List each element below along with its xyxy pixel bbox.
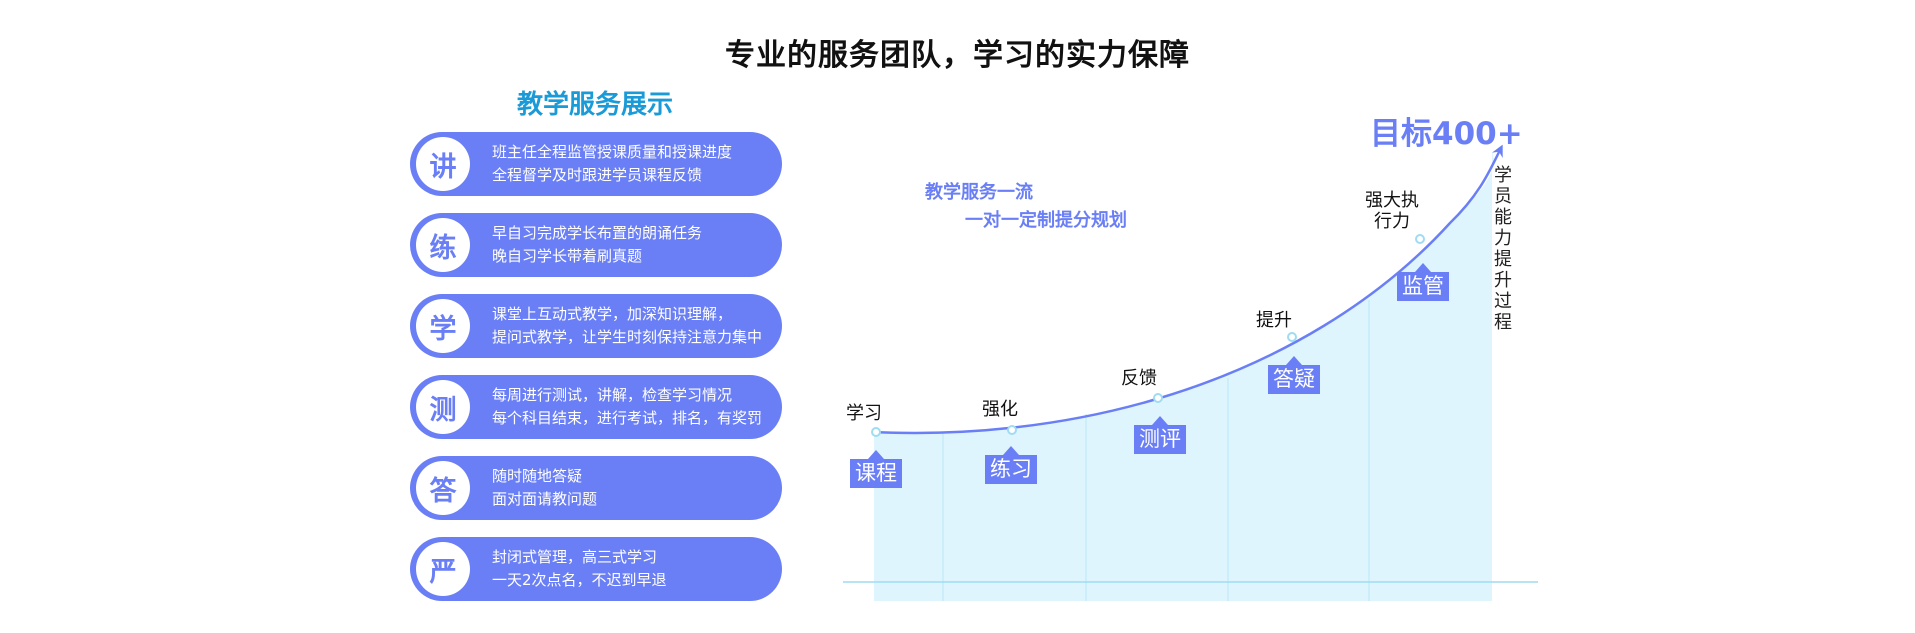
service-line: 班主任全程监管授课质量和授课进度 [492,143,733,161]
stage-label: 强大执行力 [1365,190,1419,232]
service-badge: 答 [416,461,470,515]
slogan-line: 教学服务一流 [925,182,1033,203]
service-line: 每个科目结束，进行考试，排名，有奖罚 [492,409,763,427]
growth-area [874,152,1494,601]
service-line: 一天2次点名，不迟到早退 [492,571,667,589]
service-line: 提问式教学，让学生时刻保持注意力集中 [492,328,763,346]
stage-point [1153,393,1163,403]
service-badge: 严 [416,542,470,596]
stage-tag: 练习 [985,446,1037,484]
stage-label: 强化 [982,399,1018,420]
stage-tag: 答疑 [1268,356,1320,394]
service-badge: 学 [416,299,470,353]
service-line: 封闭式管理，高三式学习 [492,548,658,566]
service-text: 早自习完成学长布置的朗诵任务 晚自习学长带着刷真题 [492,222,702,268]
service-item-lecture: 讲 班主任全程监管授课质量和授课进度 全程督学及时跟进学员课程反馈 [410,132,782,196]
service-line: 课堂上互动式教学，加深知识理解， [492,305,733,323]
service-line: 全程督学及时跟进学员课程反馈 [492,166,703,184]
stage-point [871,427,881,437]
service-item-qa: 答 随时随地答疑 面对面请教问题 [410,456,782,520]
service-line: 面对面请教问题 [492,490,598,508]
service-text: 课堂上互动式教学，加深知识理解， 提问式教学，让学生时刻保持注意力集中 [492,303,762,349]
goal-label: 目标400+ [1370,116,1523,152]
service-item-practice: 练 早自习完成学长布置的朗诵任务 晚自习学长带着刷真题 [410,213,782,277]
service-badge: 讲 [416,137,470,191]
service-badge: 测 [416,380,470,434]
axis-label: 学员能力提升过程 [1494,165,1512,333]
service-item-study: 学 课堂上互动式教学，加深知识理解， 提问式教学，让学生时刻保持注意力集中 [410,294,782,358]
stage-point [1287,332,1297,342]
stage-label: 提升 [1256,310,1292,331]
section-title: 教学服务展示 [516,90,673,120]
stage-tag: 课程 [850,450,902,488]
service-text: 封闭式管理，高三式学习 一天2次点名，不迟到早退 [492,546,667,592]
service-line: 早自习完成学长布置的朗诵任务 [492,224,703,242]
service-item-strict: 严 封闭式管理，高三式学习 一天2次点名，不迟到早退 [410,537,782,601]
stage-label: 学习 [846,403,882,424]
service-list: 讲 班主任全程监管授课质量和授课进度 全程督学及时跟进学员课程反馈 练 早自习完… [410,132,782,618]
service-item-test: 测 每周进行测试，讲解，检查学习情况 每个科目结束，进行考试，排名，有奖罚 [410,375,782,439]
growth-curve [873,144,1503,435]
service-badge: 练 [416,218,470,272]
service-text: 随时随地答疑 面对面请教问题 [492,465,597,511]
service-line: 晚自习学长带着刷真题 [492,247,643,265]
stage-label: 反馈 [1121,368,1157,389]
stage-point [1415,234,1425,244]
service-line: 随时随地答疑 [492,467,583,485]
service-line: 每周进行测试，讲解，检查学习情况 [492,386,733,404]
slogan-line: 一对一定制提分规划 [965,210,1127,231]
service-text: 班主任全程监管授课质量和授课进度 全程督学及时跟进学员课程反馈 [492,141,732,187]
stage-point [1007,425,1017,435]
stage-tag: 监管 [1397,263,1449,301]
service-text: 每周进行测试，讲解，检查学习情况 每个科目结束，进行考试，排名，有奖罚 [492,384,762,430]
page-title: 专业的服务团队，学习的实力保障 [725,38,1190,73]
stage-tag: 测评 [1134,416,1186,454]
